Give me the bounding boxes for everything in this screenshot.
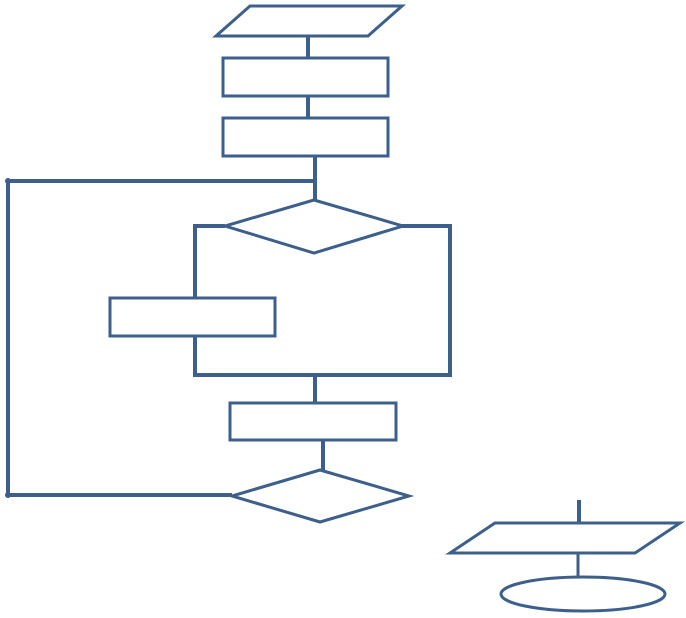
output-parallelogram [445, 521, 685, 555]
process-box-1 [221, 56, 390, 98]
connectors [5, 36, 581, 577]
shapes [108, 4, 685, 613]
edge-decision-1-left [193, 224, 225, 298]
loop-corner-dot [5, 178, 11, 184]
process-box-3 [228, 401, 398, 442]
edge-branch-to-merge [193, 336, 315, 377]
loop-corner-dot-bottom [5, 492, 11, 498]
input-parallelogram [212, 4, 406, 38]
terminator-ellipse [499, 575, 667, 613]
decision-diamond-2 [226, 468, 415, 524]
branch-process-box [108, 296, 277, 338]
edge-loop-back [6, 179, 315, 497]
decision-diamond-1 [219, 198, 409, 255]
edge-decision-1-right [315, 224, 452, 377]
process-box-2 [221, 116, 390, 158]
